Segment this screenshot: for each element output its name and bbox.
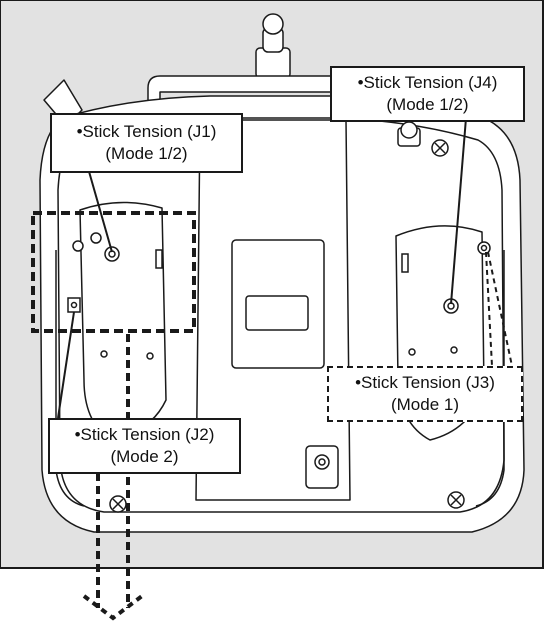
callout-j4-title: •Stick Tension (J4) — [332, 72, 523, 94]
callout-j4-mode: (Mode 1/2) — [332, 94, 523, 116]
screw-bottom-right — [448, 492, 464, 508]
callout-j1-mode: (Mode 1/2) — [52, 143, 241, 165]
callout-j4: •Stick Tension (J4) (Mode 1/2) — [330, 66, 525, 122]
callout-j2-mode: (Mode 2) — [50, 446, 239, 468]
callout-j3-mode: (Mode 1) — [329, 394, 521, 416]
screw-bottom-left — [110, 496, 126, 512]
callout-j1: •Stick Tension (J1) (Mode 1/2) — [50, 113, 243, 173]
callout-j2-title: •Stick Tension (J2) — [50, 424, 239, 446]
callout-j1-title: •Stick Tension (J1) — [52, 121, 241, 143]
callout-j3: •Stick Tension (J3) (Mode 1) — [327, 366, 523, 422]
callout-j2: •Stick Tension (J2) (Mode 2) — [48, 418, 241, 474]
screw-top-right — [432, 140, 448, 156]
callout-j3-title: •Stick Tension (J3) — [329, 372, 521, 394]
arrow-head — [84, 596, 142, 618]
j2-adjust-screw — [68, 298, 80, 312]
